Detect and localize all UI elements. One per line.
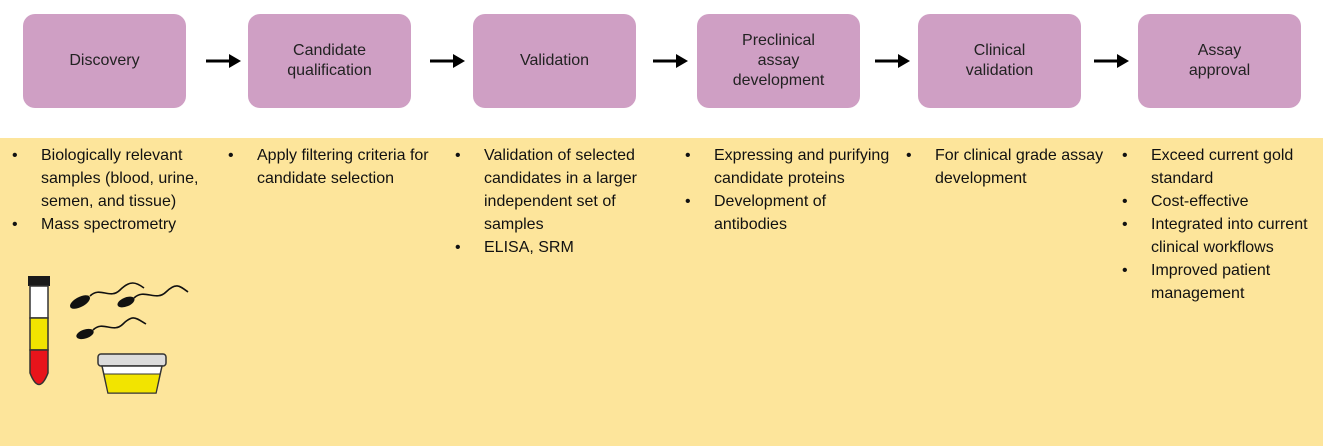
list-item: Development of antibodies: [685, 190, 895, 236]
arrow-right-icon: [1094, 54, 1129, 68]
urine-cup-icon: [97, 353, 167, 394]
details-validation: Validation of selected candidates in a l…: [455, 144, 670, 259]
list-item: Improved patient management: [1122, 259, 1322, 305]
details-candidate-qualification: Apply filtering criteria for candidate s…: [228, 144, 438, 190]
list-item: Validation of selected candidates in a l…: [455, 144, 670, 236]
arrow-right-icon: [653, 54, 688, 68]
list-item: For clinical grade assay development: [906, 144, 1116, 190]
stage-preclinical-assay-development: Preclinical assay development: [697, 14, 860, 108]
arrow-right-icon: [875, 54, 910, 68]
list-item: ELISA, SRM: [455, 236, 670, 259]
details-discovery: Biologically relevant samples (blood, ur…: [12, 144, 220, 236]
details-panel: Biologically relevant samples (blood, ur…: [0, 138, 1323, 446]
stage-validation: Validation: [473, 14, 636, 108]
list-item: Integrated into current clinical workflo…: [1122, 213, 1322, 259]
details-clinical-validation: For clinical grade assay development: [906, 144, 1116, 190]
list-item: Cost-effective: [1122, 190, 1322, 213]
list-item: Apply filtering criteria for candidate s…: [228, 144, 438, 190]
stage-candidate-qualification: Candidate qualification: [248, 14, 411, 108]
sperm-icon: [70, 282, 189, 340]
stage-clinical-validation: Clinical validation: [918, 14, 1081, 108]
list-item: Expressing and purifying candidate prote…: [685, 144, 895, 190]
arrow-right-icon: [430, 54, 465, 68]
details-preclinical: Expressing and purifying candidate prote…: [685, 144, 895, 236]
list-item: Exceed current gold standard: [1122, 144, 1322, 190]
list-item: Mass spectrometry: [12, 213, 220, 236]
stage-discovery: Discovery: [23, 14, 186, 108]
details-assay-approval: Exceed current gold standard Cost-effect…: [1122, 144, 1322, 305]
blood-tube-icon: [28, 276, 50, 386]
list-item: Biologically relevant samples (blood, ur…: [12, 144, 220, 213]
arrow-right-icon: [206, 54, 241, 68]
stage-assay-approval: Assay approval: [1138, 14, 1301, 108]
sample-illustration: [28, 276, 189, 394]
